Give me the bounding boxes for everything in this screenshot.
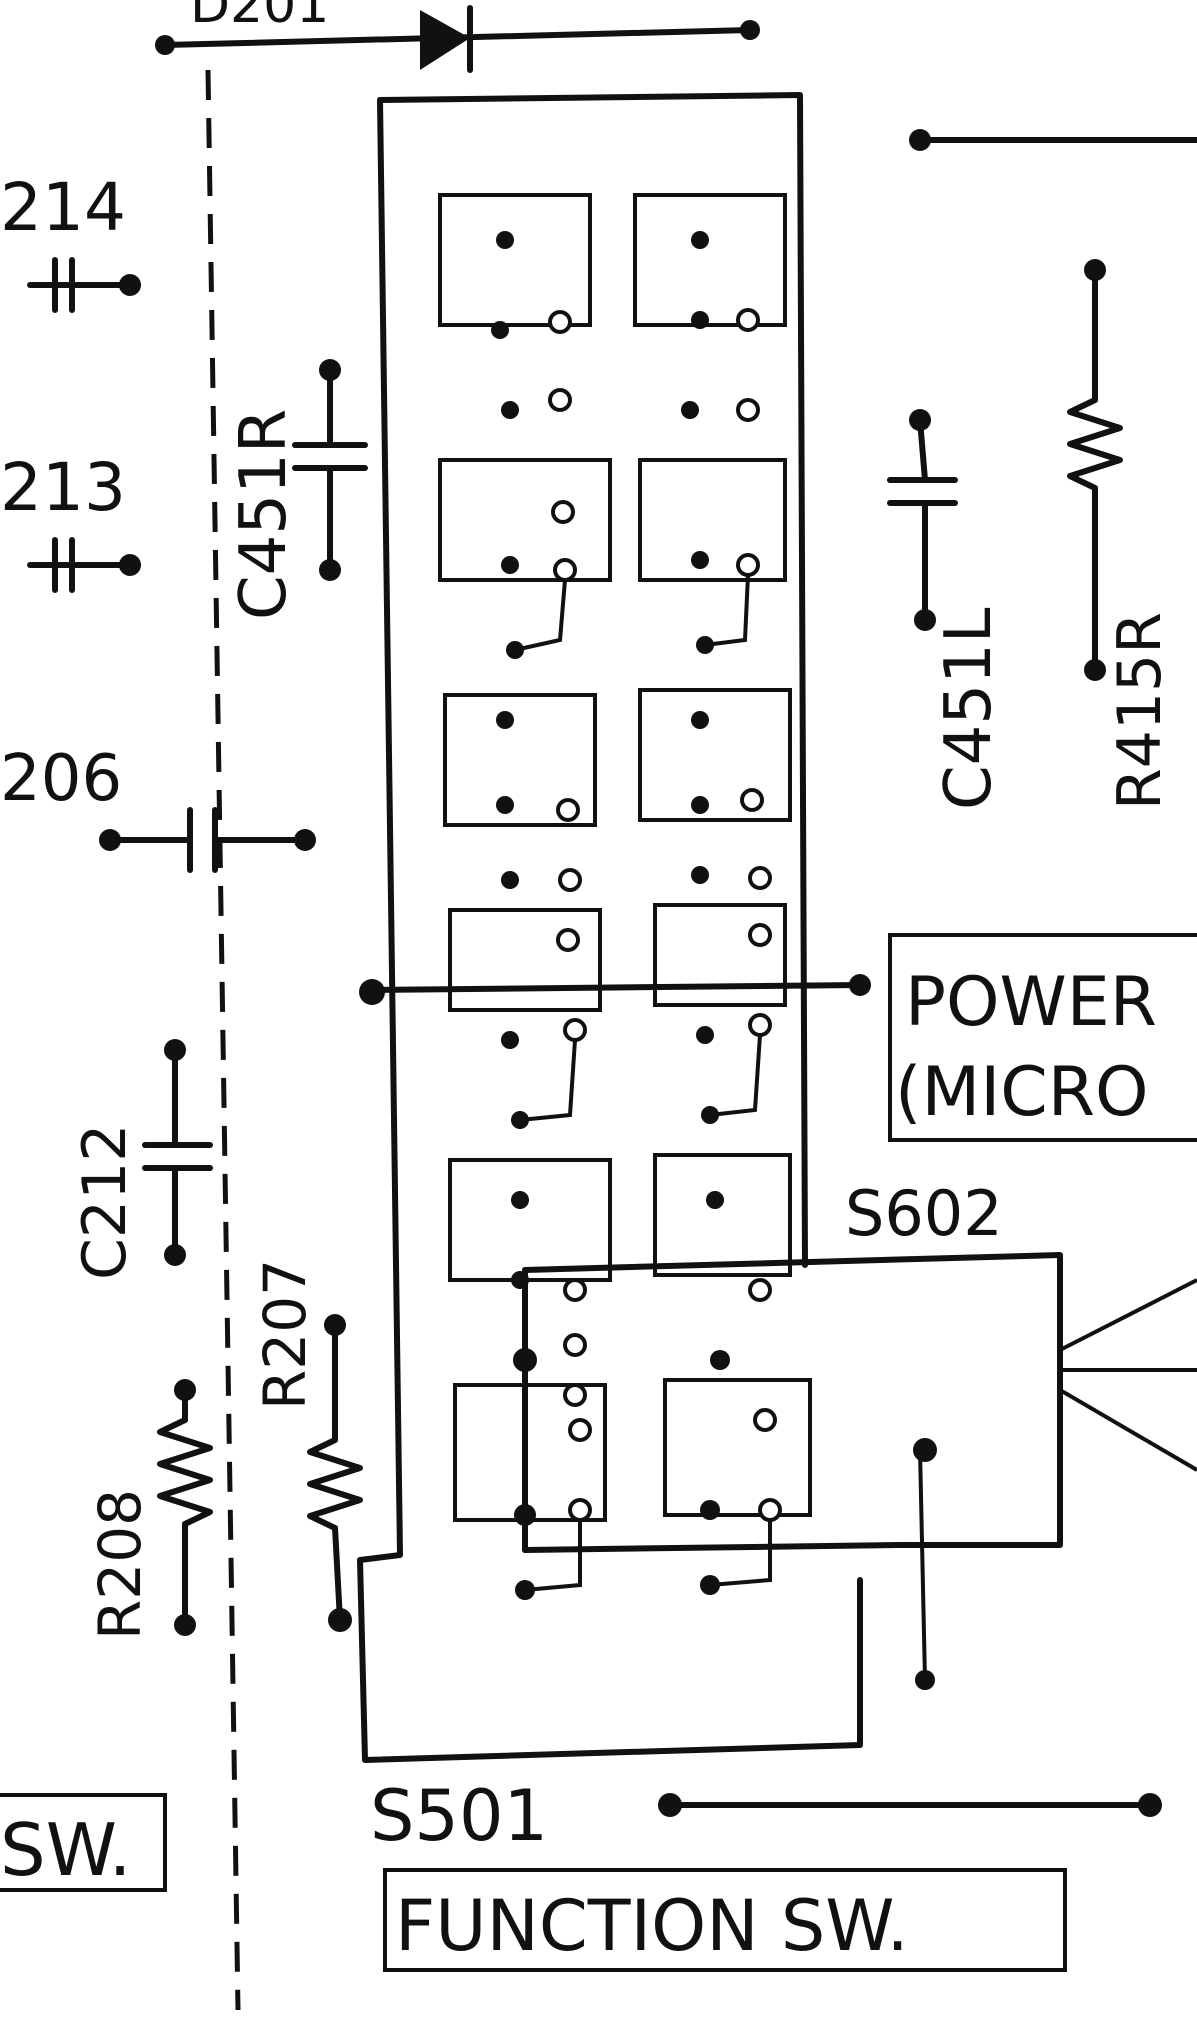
label-left-sw: SW.: [0, 1808, 132, 1892]
resistor-r208: R208: [86, 1379, 213, 1640]
label-d201: D201: [190, 0, 329, 35]
label-s501: S501: [370, 1775, 548, 1857]
switch-s602: S602: [522, 1177, 1197, 1690]
label-r415r: R415R: [1105, 612, 1175, 810]
capacitor-c214: 214: [0, 169, 141, 313]
label-c206: 206: [0, 742, 122, 816]
label-c214: 214: [0, 169, 126, 246]
diode-d201: D201: [155, 0, 760, 73]
left-sw-box: SW.: [0, 1793, 167, 1892]
label-power-line2: (MICRO: [895, 1053, 1149, 1132]
capacitor-c451l: C451L: [887, 409, 1006, 810]
capacitor-c213: 213: [0, 449, 141, 593]
switch-contacts: [438, 193, 903, 1600]
label-c212: C212: [70, 1124, 140, 1280]
label-c451l: C451L: [932, 607, 1006, 810]
label-power-line1: POWER: [905, 963, 1157, 1042]
resistor-r415r: R415R: [1067, 259, 1175, 810]
label-c451r: C451R: [227, 409, 301, 620]
capacitor-c212: C212: [70, 1039, 213, 1280]
label-s602: S602: [845, 1177, 1003, 1250]
resistor-r207: R207: [251, 1259, 363, 1632]
switch-block-outline: [357, 92, 871, 1763]
switch-s501: S501: [370, 1775, 1162, 1857]
dashed-boundary: [205, 69, 241, 2011]
capacitor-c451r: C451R: [227, 359, 368, 620]
label-r208: R208: [86, 1489, 154, 1640]
label-c213: 213: [0, 449, 126, 526]
function-sw-box: FUNCTION SW.: [383, 1868, 1067, 1972]
label-function-sw: FUNCTION SW.: [395, 1885, 909, 1967]
label-r207: R207: [251, 1259, 319, 1410]
power-micro-box: POWER (MICRO: [888, 933, 1197, 1142]
right-top-wiring: [909, 129, 1197, 151]
capacitor-c206: 206: [0, 742, 316, 873]
